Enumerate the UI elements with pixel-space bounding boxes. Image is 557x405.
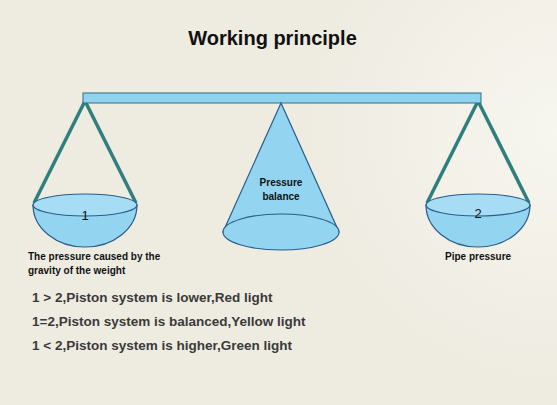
hanging-string [427,101,478,203]
explanation-line: 1=2,Piston system is balanced,Yellow lig… [32,314,305,329]
hanging-string [34,101,85,203]
balance-beam [83,93,481,103]
explanation-line: 1 > 2,Piston system is lower,Red light [32,290,272,305]
explanation-line: 1 < 2,Piston system is higher,Green ligh… [32,338,292,353]
pan-number: 2 [418,206,538,221]
pressure-cone: Pressure balance [220,100,342,252]
cone-body [223,103,339,232]
hanging-string [478,101,529,203]
pan-number: 1 [25,208,145,223]
cone-base [223,214,339,250]
node-outline [220,100,342,252]
cone-label: Pressure balance [246,176,316,204]
diagram-title: Working principle [0,27,545,50]
weight-pan: 1The pressure caused by the gravity of t… [25,190,175,280]
pipe-pan: 2Pipe pressure [418,190,538,270]
pan-caption: The pressure caused by the gravity of th… [28,250,168,278]
hanging-string [85,101,136,203]
pan-caption: Pipe pressure [445,251,545,262]
